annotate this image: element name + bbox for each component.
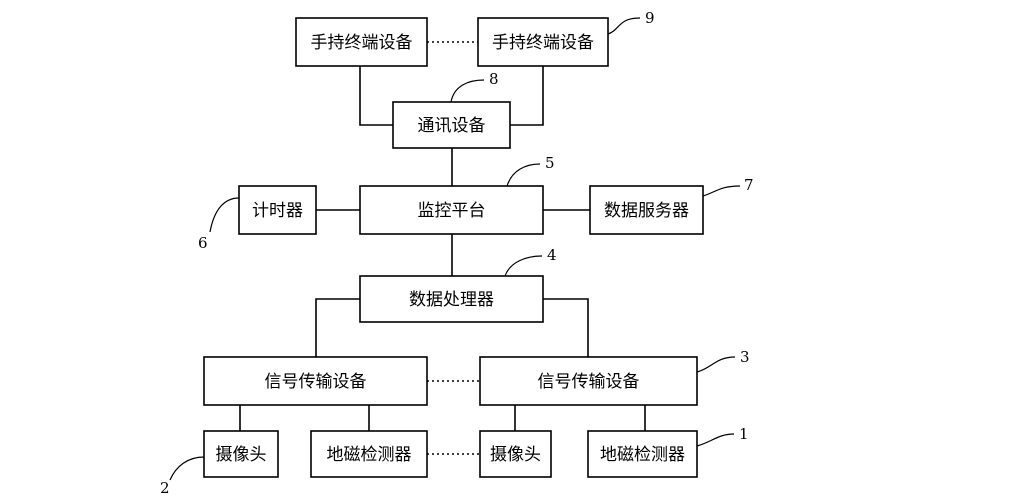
monitoring-platform: 监控平台 xyxy=(359,185,544,235)
handheld-terminal-left: 手持终端设备 xyxy=(295,17,428,67)
svg-text:8: 8 xyxy=(489,70,499,88)
svg-text:2: 2 xyxy=(160,479,170,497)
communication-device: 通讯设备 xyxy=(392,101,511,149)
geomagnetic-detector-left: 地磁检测器 xyxy=(310,430,428,478)
camera-left: 摄像头 xyxy=(203,430,279,478)
svg-text:1: 1 xyxy=(739,425,749,443)
connections xyxy=(239,41,646,455)
svg-text:监控平台: 监控平台 xyxy=(418,201,486,221)
svg-text:地磁检测器: 地磁检测器 xyxy=(600,445,685,465)
ref-5: 5 xyxy=(506,154,555,187)
link-handheld-right-comm xyxy=(510,66,544,126)
link-processor-signal-right xyxy=(543,298,589,357)
svg-text:7: 7 xyxy=(744,176,754,194)
svg-text:数据服务器: 数据服务器 xyxy=(604,201,689,221)
link-handheld-left-comm xyxy=(359,66,393,126)
ref-3: 3 xyxy=(696,348,750,373)
ref-4: 4 xyxy=(504,246,557,277)
svg-text:信号传输设备: 信号传输设备 xyxy=(538,372,640,392)
svg-text:数据处理器: 数据处理器 xyxy=(409,290,494,310)
link-processor-signal-left xyxy=(315,298,360,357)
signal-transmission-left: 信号传输设备 xyxy=(203,356,428,406)
ref-2: 2 xyxy=(160,456,205,497)
svg-text:手持终端设备: 手持终端设备 xyxy=(492,33,594,53)
signal-transmission-right: 信号传输设备 xyxy=(479,356,698,406)
handheld-terminal-right: 手持终端设备 xyxy=(477,17,609,67)
svg-text:4: 4 xyxy=(547,246,557,264)
geomagnetic-detector-right: 地磁检测器 xyxy=(587,430,698,478)
svg-text:9: 9 xyxy=(645,9,655,27)
data-server: 数据服务器 xyxy=(589,185,704,235)
ref-6: 6 xyxy=(198,197,240,252)
svg-text:5: 5 xyxy=(545,154,555,172)
svg-text:摄像头: 摄像头 xyxy=(216,445,267,465)
timer: 计时器 xyxy=(238,185,317,235)
data-processor: 数据处理器 xyxy=(359,275,544,323)
svg-text:摄像头: 摄像头 xyxy=(490,445,541,465)
ref-9: 9 xyxy=(607,9,655,35)
svg-text:计时器: 计时器 xyxy=(252,201,303,221)
ref-8: 8 xyxy=(450,70,499,103)
camera-right: 摄像头 xyxy=(479,430,552,478)
svg-text:地磁检测器: 地磁检测器 xyxy=(327,445,412,465)
ref-7: 7 xyxy=(702,176,754,197)
svg-text:6: 6 xyxy=(198,234,208,252)
svg-text:手持终端设备: 手持终端设备 xyxy=(311,33,413,53)
ref-1: 1 xyxy=(696,425,749,447)
svg-text:通讯设备: 通讯设备 xyxy=(418,116,486,136)
svg-text:3: 3 xyxy=(740,348,750,366)
svg-text:信号传输设备: 信号传输设备 xyxy=(265,372,367,392)
